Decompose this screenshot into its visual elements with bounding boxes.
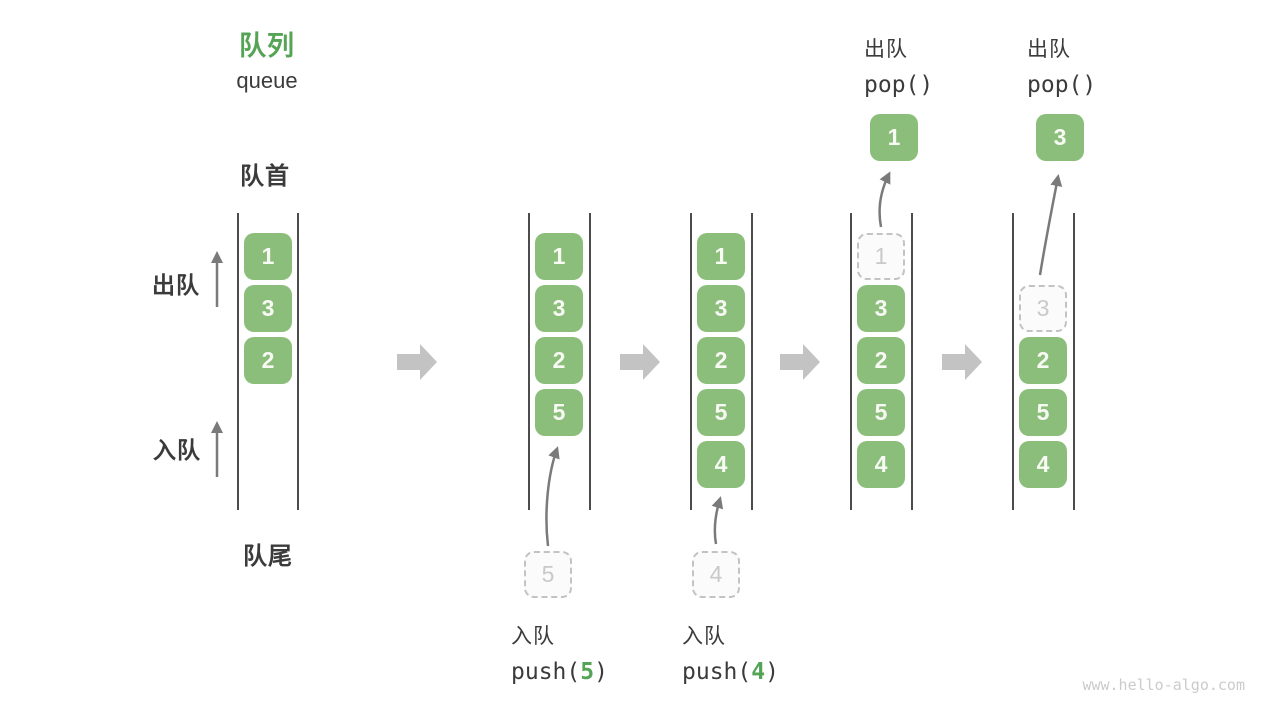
queue-cell: 5	[1019, 389, 1067, 436]
push5-arrow-icon	[545, 446, 560, 547]
operation-code: pop()	[1027, 72, 1097, 98]
queue-rail	[690, 213, 692, 510]
queue-cell: 2	[1019, 337, 1067, 384]
queue-cell: 1	[535, 233, 583, 280]
operation-code: push(4)	[682, 659, 779, 685]
ghost-cell: 1	[857, 233, 905, 280]
queue-rail	[237, 213, 239, 510]
operation-name: 入队	[682, 625, 726, 648]
queue-cell: 4	[697, 441, 745, 488]
queue-rail	[589, 213, 591, 510]
operation-code: pop()	[864, 72, 934, 98]
queue-rail	[1073, 213, 1075, 510]
queue-cell: 5	[535, 389, 583, 436]
pop3-arrow-icon	[1038, 174, 1063, 276]
queue-cell: 3	[535, 285, 583, 332]
queue-rail	[297, 213, 299, 510]
queue-cell: 3	[857, 285, 905, 332]
queue-cell: 2	[535, 337, 583, 384]
pending-cell: 5	[524, 551, 572, 598]
queue-cell: 2	[697, 337, 745, 384]
queue-cell: 5	[697, 389, 745, 436]
push4-operation-label: 入队 push(4)	[682, 620, 779, 685]
queue-rear-label: 队尾	[243, 543, 293, 570]
queue-front-label: 队首	[240, 163, 290, 190]
diagram-title-zh: 队列	[239, 31, 295, 61]
queue-cell: 3	[697, 285, 745, 332]
operation-name: 出队	[864, 38, 908, 61]
operation-name: 出队	[1027, 38, 1071, 61]
operation-name: 入队	[511, 625, 555, 648]
transition-arrow-icon	[942, 344, 982, 380]
push4-arrow-icon	[711, 496, 724, 545]
pending-cell: 4	[692, 551, 740, 598]
popped-cell: 3	[1036, 114, 1084, 161]
operation-code: push(5)	[511, 659, 608, 685]
queue-cell: 5	[857, 389, 905, 436]
queue-cell: 3	[244, 285, 292, 332]
queue-rail	[911, 213, 913, 510]
queue-cell: 4	[857, 441, 905, 488]
queue-cell: 4	[1019, 441, 1067, 488]
dequeue-side-label: 出队	[152, 272, 200, 298]
queue-cell: 1	[697, 233, 745, 280]
pop3-operation-label: 出队 pop()	[1027, 33, 1096, 98]
pop1-operation-label: 出队 pop()	[864, 33, 933, 98]
queue-rail	[1012, 213, 1014, 510]
transition-arrow-icon	[780, 344, 820, 380]
queue-cell: 2	[857, 337, 905, 384]
diagram-title-en: queue	[236, 68, 298, 93]
queue-rail	[751, 213, 753, 510]
transition-arrow-icon	[620, 344, 660, 380]
queue-cell: 1	[244, 233, 292, 280]
push5-operation-label: 入队 push(5)	[511, 620, 608, 685]
pop1-arrow-icon	[878, 171, 891, 228]
queue-rail	[850, 213, 852, 510]
queue-cell: 2	[244, 337, 292, 384]
ghost-cell: 3	[1019, 285, 1067, 332]
transition-arrow-icon	[397, 344, 437, 380]
queue-rail	[528, 213, 530, 510]
popped-cell: 1	[870, 114, 918, 161]
watermark: www.hello-algo.com	[1082, 676, 1245, 694]
enqueue-side-label: 入队	[153, 437, 201, 463]
